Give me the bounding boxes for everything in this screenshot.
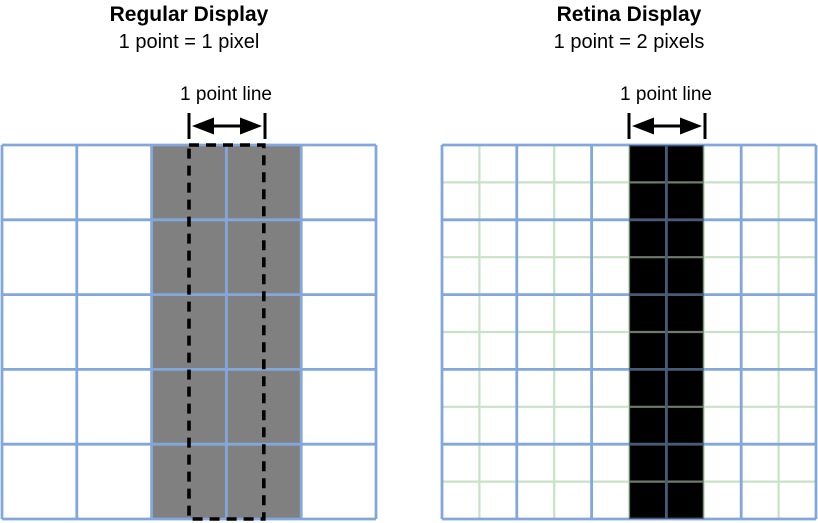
right-point-line-label: 1 point line	[620, 84, 712, 105]
left-measure-arrow-icon	[187, 113, 267, 139]
retina-display-header: Retina Display 1 point = 2 pixels	[440, 3, 818, 54]
retina-display-subtitle: 1 point = 2 pixels	[553, 31, 705, 54]
right-measure-arrow-icon	[627, 113, 707, 139]
retina-display-grid	[440, 143, 818, 521]
regular-display-title: Regular Display	[109, 3, 269, 26]
regular-display-header: Regular Display 1 point = 1 pixel	[0, 3, 378, 54]
regular-display-subtitle: 1 point = 1 pixel	[118, 31, 260, 54]
regular-display-grid	[0, 143, 378, 521]
left-point-line-label: 1 point line	[180, 84, 272, 105]
retina-display-title: Retina Display	[556, 3, 702, 26]
